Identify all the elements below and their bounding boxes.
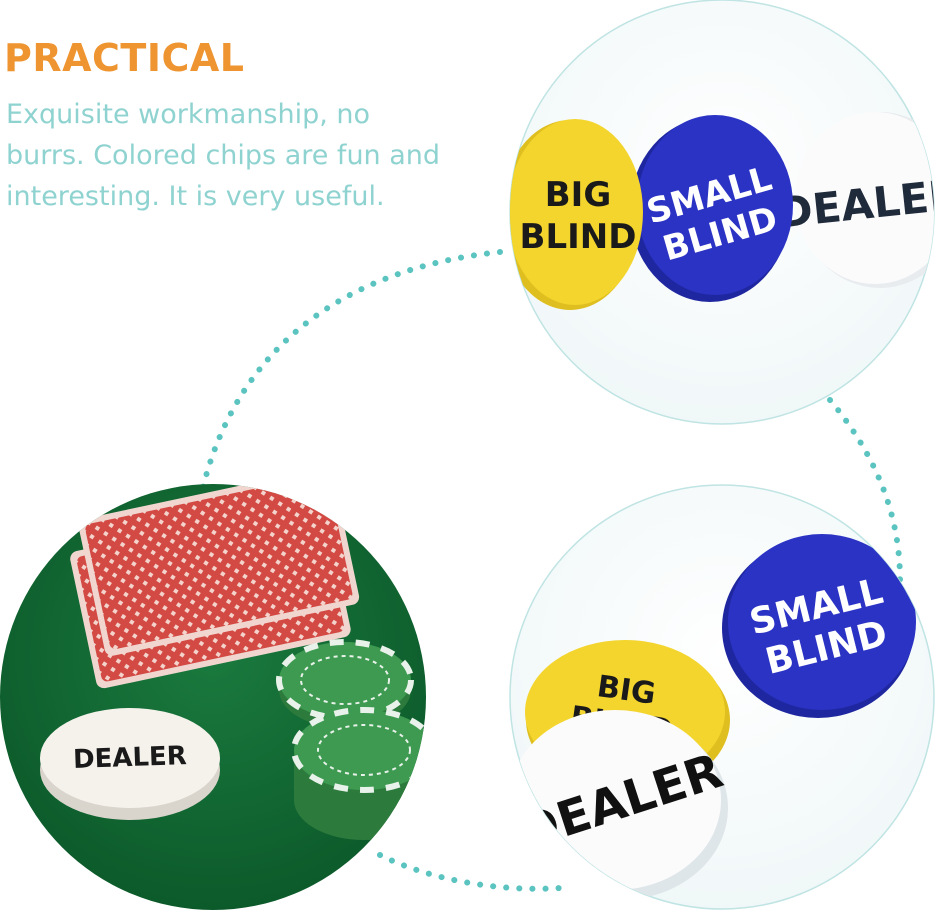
poker-chip-stack [291,707,426,840]
dealer-button: DEALER [40,708,220,820]
playing-cards [70,484,360,689]
dealer-button-label: DEALER [73,741,188,775]
top-chips-photo: DEALER SMALL BLIND BIG BLIND [509,0,935,425]
headline: PRACTICAL [4,36,245,80]
dotted-ring [377,852,563,892]
big-blind-line2: BLIND [520,217,637,257]
big-blind-line1: BIG [545,175,611,215]
dotted-ring [197,249,503,503]
dotted-ring [827,397,903,583]
table-photo: DEALER [0,484,426,910]
bottom-chips-photo: SMALL BLIND BIG BLIND DEALER [509,484,935,910]
big-blind-line1: BIG [595,669,658,712]
description: Exquisite workmanship, no burrs. Colored… [6,99,441,212]
